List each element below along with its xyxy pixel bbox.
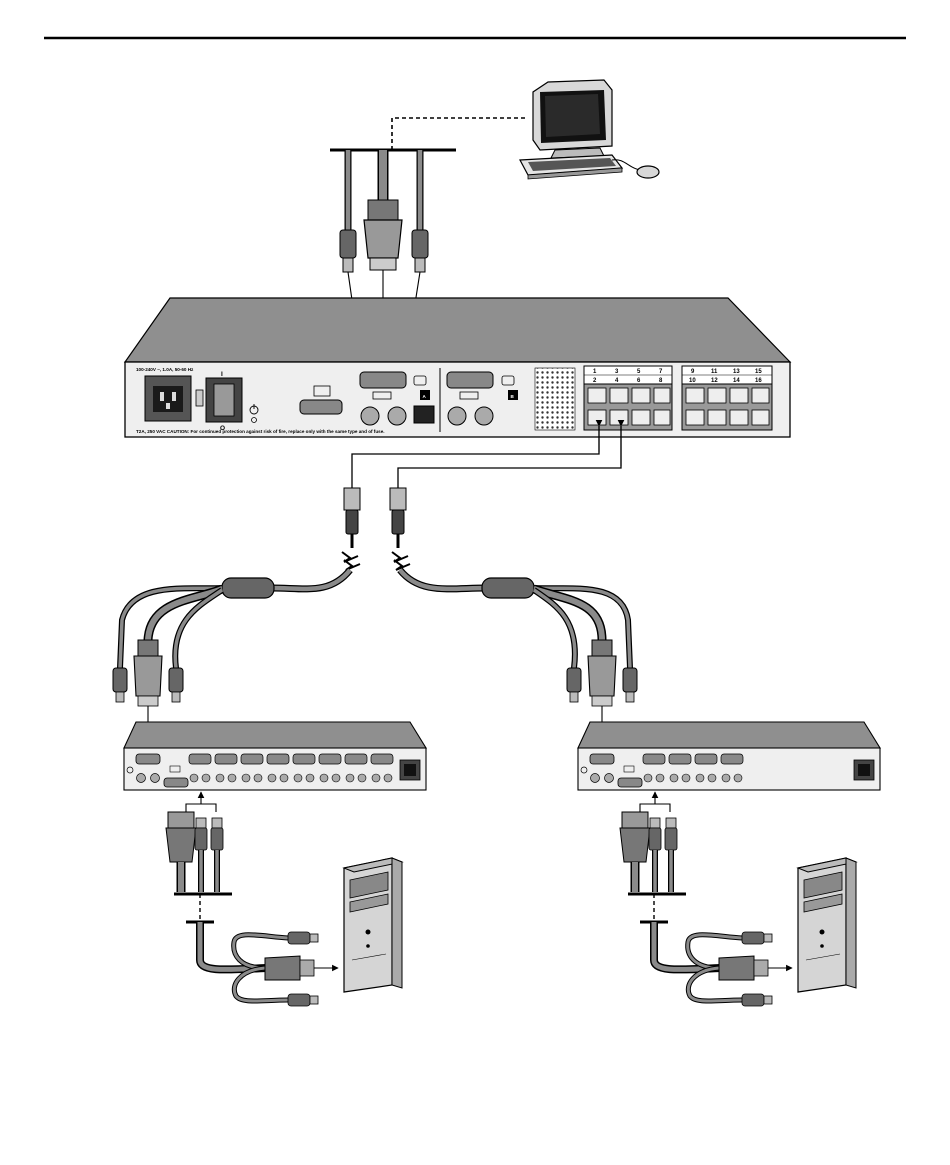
user-b-video-port [447,372,493,388]
switch-on-label: I [221,371,223,378]
right-cascade-port-link [640,792,670,812]
user-a-mouse-port [388,407,406,425]
cable-break-right [392,552,410,570]
dongle-left [113,570,350,706]
rj45-plug-right [390,488,406,548]
fuse-holder [196,390,203,406]
ari-port-group-1: 1 3 5 7 2 4 6 8 [584,366,672,430]
user-a-network-port [414,406,434,423]
dongle-right [400,570,637,706]
monitor-icon [533,80,612,158]
svg-text:11: 11 [711,369,718,375]
left-cascade-port-link [186,792,216,812]
vent-grille [535,368,575,430]
svg-text:13: 13 [733,369,740,375]
power-rating-label: 100-240V ~, 1.0A, 50-60 Hz [136,367,194,372]
rj45-plug-left [344,488,360,548]
user-b-mouse-port [475,407,493,425]
server-tower-right-icon [798,858,856,992]
svg-text:15: 15 [755,369,762,375]
svg-text:14: 14 [733,378,740,384]
console-cables [340,150,428,272]
svg-text:16: 16 [755,378,762,384]
console-dashed-link [392,118,528,150]
fuse-caution-label: T2A, 250 VAC CAUTION: For continued prot… [136,429,385,434]
svg-text:12: 12 [711,378,718,384]
cascade-switch-left [124,722,426,790]
cascade-switch-right [578,722,880,790]
user-a-video-port [360,372,406,388]
kvm-switch: I O 100-240V ~, 1.0A, 50-60 Hz T2A, 250 … [125,298,790,437]
server-cable-left [166,812,318,1006]
ari-port-group-2: 9 11 13 15 10 12 14 16 [682,366,772,430]
svg-text:10: 10 [689,378,696,384]
user-b-keyboard-port [448,407,466,425]
server-tower-left-icon [344,858,402,992]
user-a-keyboard-port [361,407,379,425]
cable-break-left [342,552,360,570]
server-cable-right [620,812,772,1006]
keyboard-icon [520,155,622,179]
